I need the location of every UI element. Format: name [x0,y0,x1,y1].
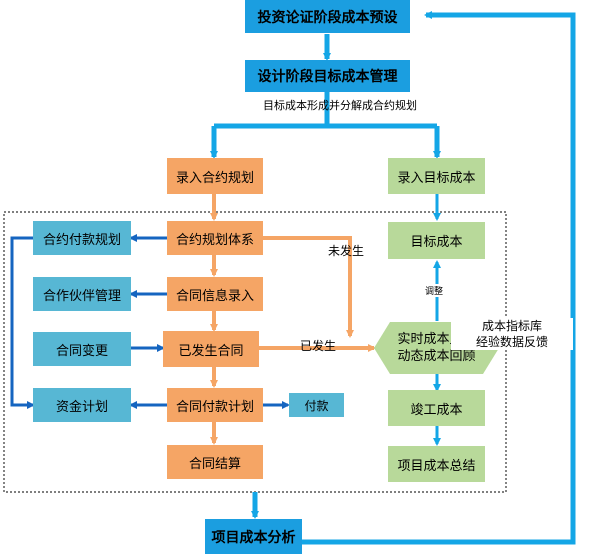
completion-cost-box: 竣工成本 [388,390,485,426]
entry-target-cost-box: 录入目标成本 [388,158,485,194]
design-mgmt-box: 设计阶段目标成本管理 [245,60,410,92]
preset-box: 投资论证阶段成本预设 [245,0,410,33]
monitor-label-line2: 动态成本回顾 [397,349,476,364]
project-summary-box: 项目成本总结 [388,446,485,482]
feedback-label: 成本指标库 经验数据反馈 [451,318,573,350]
not-occurred-label: 未发生 [328,244,365,258]
occurred-contract-box: 已发生合同 [163,331,259,367]
design-note-label: 目标成本形成并分解成合约规划 [263,99,417,112]
project-analysis-box: 项目成本分析 [205,519,302,554]
occurred-label: 已发生 [300,339,337,353]
target-cost-box: 目标成本 [388,222,485,259]
fund-plan-box: 资金计划 [33,388,131,422]
feedback-label-line1: 成本指标库 [481,319,542,333]
contract-settlement-box: 合同结算 [167,445,263,479]
contract-payment-schedule-box: 合同付款计划 [167,388,263,422]
arrow-not-occurred [262,236,354,338]
contract-payment-plan-box: 合约付款规划 [33,221,131,255]
feedback-label-line2: 经验数据反馈 [475,335,548,349]
payment-box: 付款 [289,393,344,417]
arrow-payment-plan-to-fund [10,236,35,409]
entry-contract-plan-box: 录入合约规划 [167,158,263,194]
arrow-feedback-loop [302,11,576,545]
contract-plan-system-box: 合约规划体系 [167,221,263,255]
adjust-label: 调整 [425,284,444,297]
contract-info-entry-box: 合同信息录入 [167,277,263,311]
partner-mgmt-box: 合作伙伴管理 [33,277,131,311]
contract-change-box: 合同变更 [33,332,131,366]
